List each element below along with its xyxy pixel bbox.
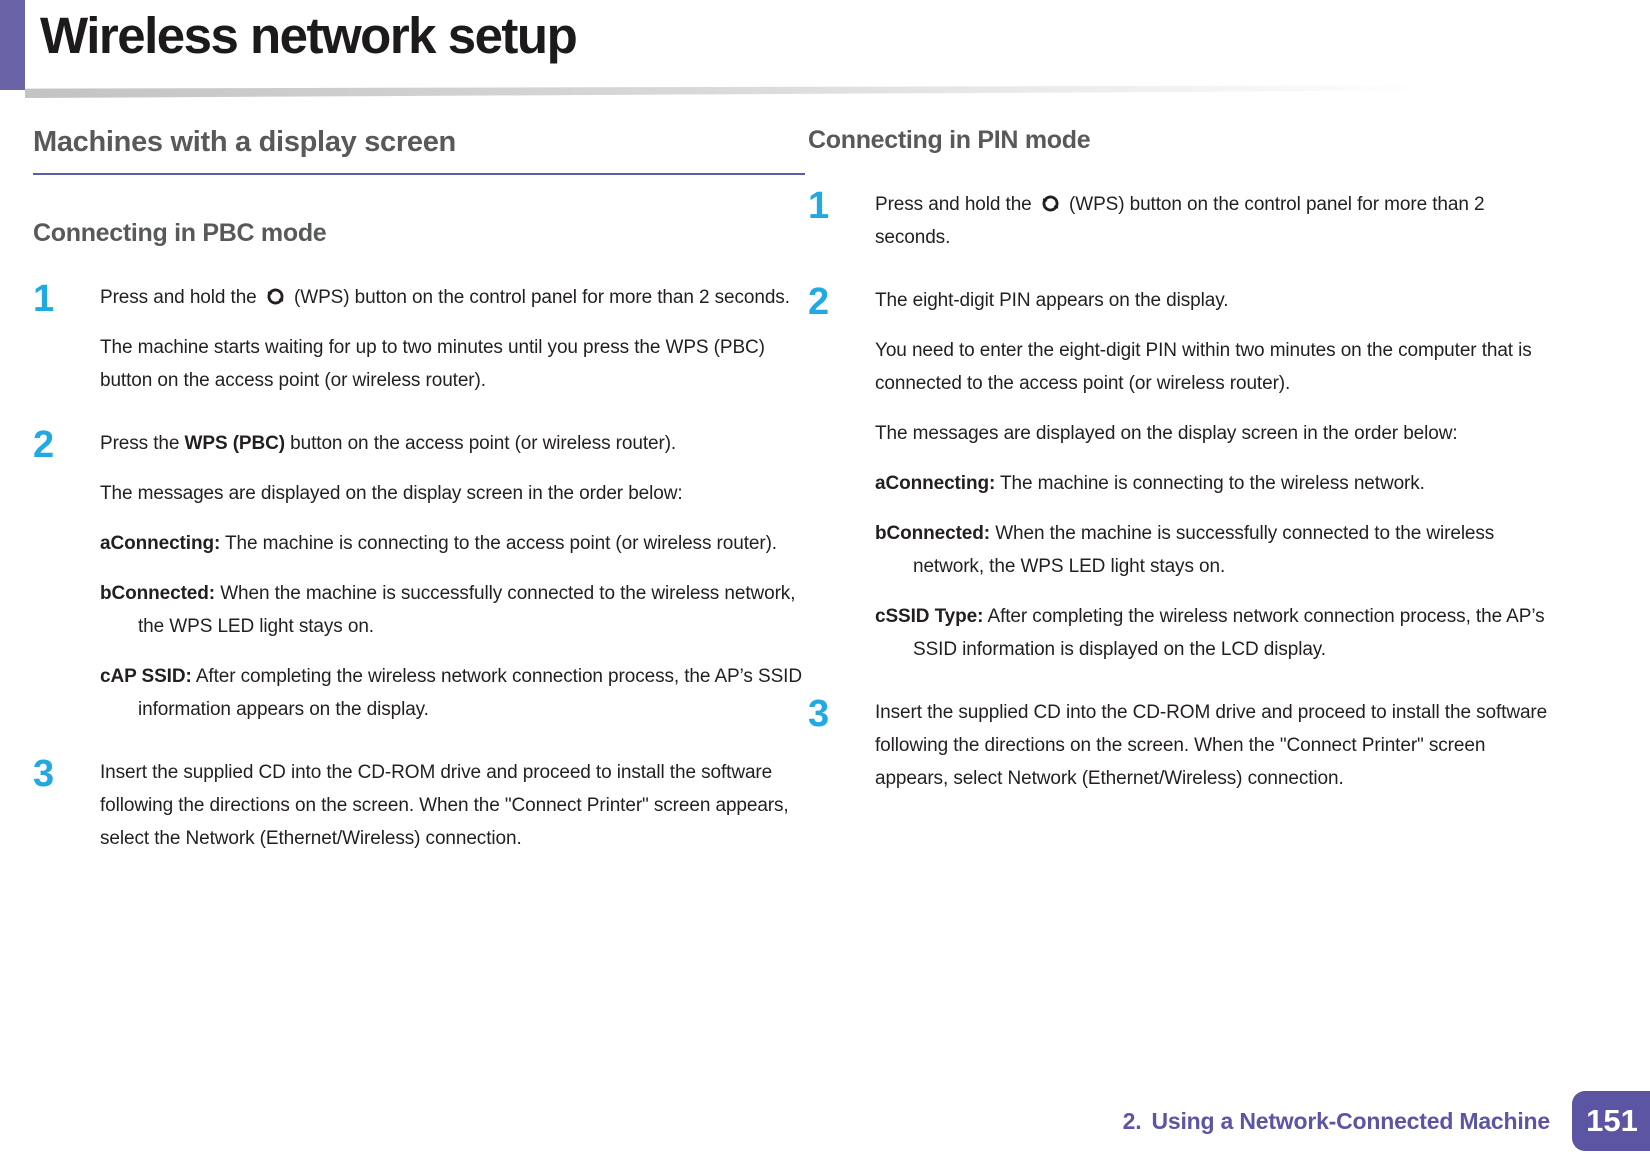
pbc-step-3: 3 Insert the supplied CD into the CD-ROM… (33, 753, 805, 855)
message-item-label: cSSID Type: (875, 606, 984, 627)
step-lead: Press the WPS (PBC) button on the access… (100, 427, 805, 460)
accent-bar (0, 0, 25, 90)
step-body: Press and hold the (WPS) button on the c… (875, 188, 1553, 254)
message-item-label: aConnecting: (100, 533, 221, 554)
step-lead: Insert the supplied CD into the CD-ROM d… (100, 762, 789, 849)
step-lead-post: (WPS) button on the control panel for mo… (294, 287, 790, 308)
page-title: Wireless network setup (40, 7, 578, 64)
message-item-text: When the machine is successfully connect… (913, 523, 1495, 577)
step-lead-post: (WPS) button on the control panel for mo… (875, 194, 1485, 248)
step-body: Press the WPS (PBC) button on the access… (100, 427, 805, 726)
message-item-label: bConnected: (875, 523, 991, 544)
section-title-display-screen: Machines with a display screen (33, 126, 805, 175)
step-body: The eight-digit PIN appears on the displ… (875, 284, 1553, 666)
message-item-text: After completing the wireless network co… (138, 666, 802, 720)
pbc-step-2: 2 Press the WPS (PBC) button on the acce… (33, 424, 805, 726)
subsection-title-pbc-mode: Connecting in PBC mode (33, 219, 327, 247)
page-footer: 2. Using a Network-Connected Machine 151 (1123, 1091, 1650, 1151)
step-paragraph: The messages are displayed on the displa… (875, 423, 1458, 444)
footer-chapter-title: Using a Network-Connected Machine (1151, 1107, 1550, 1134)
message-item-label: aConnecting: (875, 473, 996, 494)
step-lead: Press and hold the (WPS) button on the c… (875, 188, 1553, 254)
message-item-label: bConnected: (100, 583, 216, 604)
message-item-ssid-type: cSSID Type: After completing the wireles… (875, 600, 1553, 666)
wps-icon (267, 288, 284, 305)
step-lead-pre: Press and hold the (875, 194, 1032, 215)
pbc-step-1: 1 Press and hold the (WPS) button on the… (33, 278, 805, 397)
pin-step-2: 2 The eight-digit PIN appears on the dis… (808, 281, 1553, 666)
message-item-label: cAP SSID: (100, 666, 192, 687)
message-item-ap-ssid: cAP SSID: After completing the wireless … (100, 660, 805, 726)
message-item-connecting: aConnecting: The machine is connecting t… (875, 467, 1553, 500)
column-left: Machines with a display screen Connectin… (33, 126, 805, 855)
step-number: 2 (808, 281, 830, 323)
step-paragraph: The machine starts waiting for up to two… (100, 337, 765, 391)
title-divider (25, 85, 1545, 98)
pin-step-3: 3 Insert the supplied CD into the CD-ROM… (808, 693, 1553, 795)
step-number: 1 (808, 185, 830, 227)
step-lead-bold: WPS (PBC) (184, 433, 286, 454)
page-number-badge: 151 (1572, 1091, 1650, 1151)
step-lead-post: button on the access point (or wireless … (290, 433, 677, 454)
step-body: Press and hold the (WPS) button on the c… (100, 281, 805, 397)
pin-step-1: 1 Press and hold the (WPS) button on the… (808, 185, 1553, 254)
step-paragraph: You need to enter the eight-digit PIN wi… (875, 340, 1532, 394)
footer-chapter: 2. Using a Network-Connected Machine (1122, 1107, 1551, 1135)
message-item-connecting: aConnecting: The machine is connecting t… (100, 527, 805, 560)
footer-chapter-number: 2. (1122, 1107, 1142, 1134)
step-number: 3 (33, 753, 55, 795)
step-lead-pre: Press the (100, 433, 180, 454)
message-item-connected: bConnected: When the machine is successf… (100, 577, 805, 643)
step-number: 2 (33, 424, 55, 466)
step-number: 1 (33, 278, 55, 320)
step-lead: The eight-digit PIN appears on the displ… (875, 290, 1229, 311)
message-item-text: When the machine is successfully connect… (138, 583, 796, 637)
subsection-title-pin-mode: Connecting in PIN mode (808, 126, 1091, 154)
step-number: 3 (808, 693, 830, 735)
wps-icon (1042, 195, 1059, 212)
message-item-text: After completing the wireless network co… (913, 606, 1545, 660)
message-item-text: The machine is connecting to the wireles… (1000, 473, 1425, 494)
column-right: Connecting in PIN mode 1 Press and hold … (808, 126, 1553, 795)
message-item-text: The machine is connecting to the access … (225, 533, 777, 554)
step-lead: Press and hold the (WPS) button on the c… (100, 281, 805, 314)
step-body: Insert the supplied CD into the CD-ROM d… (100, 756, 805, 855)
step-lead: Insert the supplied CD into the CD-ROM d… (875, 702, 1548, 789)
step-lead-pre: Press and hold the (100, 287, 257, 308)
message-item-connected: bConnected: When the machine is successf… (875, 517, 1553, 583)
step-body: Insert the supplied CD into the CD-ROM d… (875, 696, 1553, 795)
step-paragraph: The messages are displayed on the displa… (100, 483, 683, 504)
